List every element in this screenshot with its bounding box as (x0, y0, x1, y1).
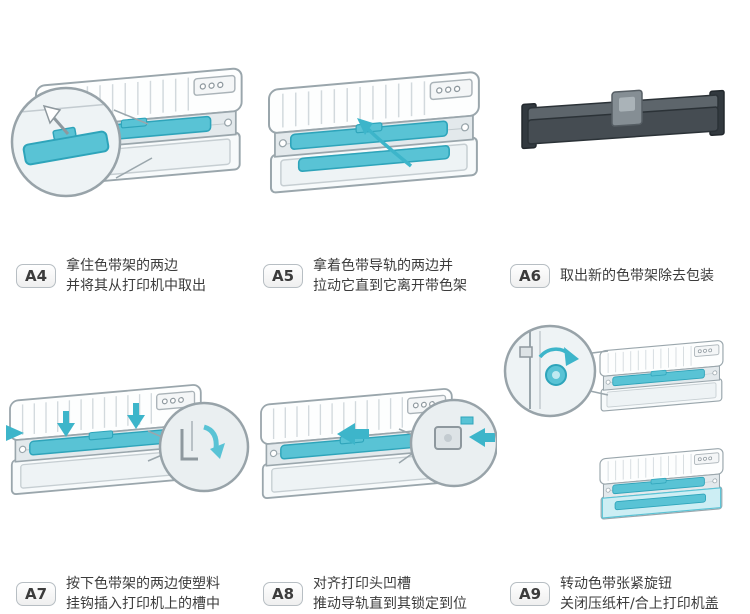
step-a9-illustration (500, 309, 744, 567)
step-a8-illustration (253, 309, 497, 567)
step-a7-illustration (6, 309, 250, 567)
step-caption-a8: A8 对齐打印头凹槽 推动导轨直到其锁定到位 (253, 567, 497, 614)
step-a4-illustration (6, 6, 250, 249)
printer-illustration-bottom (599, 447, 724, 520)
step-text-a8: 对齐打印头凹槽 推动导轨直到其锁定到位 (313, 574, 467, 614)
step-panel-a5: A5 拿着色带导轨的两边并 拉动它直到它离开带色架 (253, 6, 497, 309)
push-arrow (337, 423, 369, 445)
magnifier-callout (147, 401, 250, 493)
step-badge-a9: A9 (510, 581, 551, 607)
press-arrows (6, 403, 145, 441)
step-text-line1: 拿着色带导轨的两边并 (313, 257, 454, 274)
step-text-line2: 推动导轨直到其锁定到位 (313, 596, 468, 612)
step-text-a7: 按下色带架的两边使塑料 挂钩插入打印机上的槽中 (66, 574, 220, 614)
step-text-a5: 拿着色带导轨的两边并 拉动它直到它离开带色架 (313, 256, 467, 297)
step-a6-illustration (500, 6, 744, 249)
step-text-line1: 按下色带架的两边使塑料 (66, 575, 221, 592)
step-badge-a6: A6 (510, 263, 551, 289)
step-badge-a8: A8 (263, 581, 304, 607)
step-caption-a4: A4 拿住色带架的两边 并将其从打印机中取出 (6, 249, 250, 309)
step-panel-a8: A8 对齐打印头凹槽 推动导轨直到其锁定到位 (253, 309, 497, 614)
open-cover-teal (601, 487, 722, 519)
step-text-line2: 挂钩插入打印机上的槽中 (66, 596, 221, 612)
step-text-line2: 关闭压纸杆/合上打印机盖 (560, 596, 719, 612)
step-panel-a7: A7 按下色带架的两边使塑料 挂钩插入打印机上的槽中 (6, 309, 250, 614)
step-panel-a4: A4 拿住色带架的两边 并将其从打印机中取出 (6, 6, 250, 309)
ribbon-guide (297, 145, 450, 173)
step-caption-a6: A6 取出新的色带架除去包装 (500, 249, 744, 309)
step-text-line1: 取出新的色带架除去包装 (560, 267, 715, 284)
magnifier-callout (398, 398, 497, 488)
step-text-line1: 转动色带张紧旋钮 (560, 575, 673, 592)
magnifier-callout (503, 324, 609, 418)
step-panel-a6: A6 取出新的色带架除去包装 (500, 6, 744, 309)
printer-illustration (268, 70, 480, 194)
step-text-line1: 拿住色带架的两边 (66, 257, 179, 274)
step-caption-a5: A5 拿着色带导轨的两边并 拉动它直到它离开带色架 (253, 249, 497, 309)
step-caption-a7: A7 按下色带架的两边使塑料 挂钩插入打印机上的槽中 (6, 567, 250, 614)
step-badge-a4: A4 (16, 263, 57, 289)
step-badge-a5: A5 (263, 263, 304, 289)
step-text-a6: 取出新的色带架除去包装 (560, 266, 714, 286)
step-caption-a9: A9 转动色带张紧旋钮 关闭压纸杆/合上打印机盖 (500, 567, 744, 614)
step-badge-a7: A7 (16, 581, 57, 607)
printer-illustration-top (599, 339, 724, 412)
step-text-line1: 对齐打印头凹槽 (313, 575, 412, 592)
step-a5-illustration (253, 6, 497, 249)
step-text-a9: 转动色带张紧旋钮 关闭压纸杆/合上打印机盖 (560, 574, 719, 614)
step-panel-a9: A9 转动色带张紧旋钮 关闭压纸杆/合上打印机盖 (500, 309, 744, 614)
pull-arrow (357, 118, 413, 168)
step-text-line2: 拉动它直到它离开带色架 (313, 278, 468, 294)
step-text-line2: 并将其从打印机中取出 (66, 278, 207, 294)
ribbon-cartridge-illustration (521, 89, 725, 150)
step-text-a4: 拿住色带架的两边 并将其从打印机中取出 (66, 256, 206, 297)
magnifier-callout (10, 86, 153, 198)
